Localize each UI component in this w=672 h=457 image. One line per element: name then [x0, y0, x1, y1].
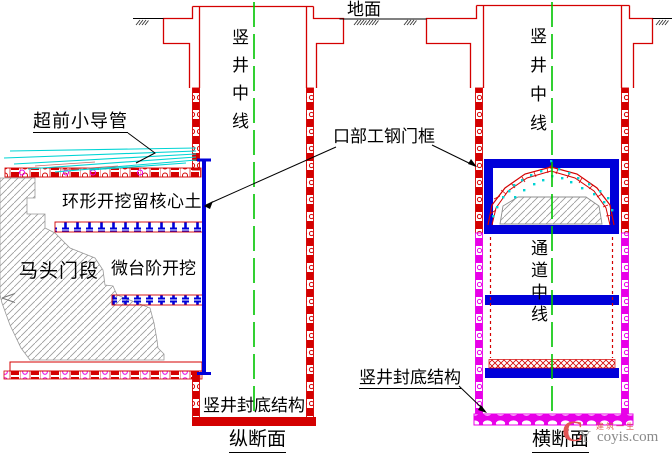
ground-surface-line — [133, 17, 672, 20]
leader-lines — [1, 132, 486, 412]
right-shaft-bottom-seal-slab — [473, 413, 634, 426]
right-shaft-right-wall-lower — [621, 232, 629, 415]
soil-tick-marks — [135, 19, 669, 26]
left-shaft-outline — [162, 5, 345, 88]
advance-pipes-label: 超前小导管 — [33, 111, 128, 133]
right-view-title: 横断面 — [532, 430, 590, 453]
ring-excavation-label: 环形开挖留核心土 — [62, 192, 202, 211]
watermark-site: coyis.com — [597, 429, 659, 445]
micro-bench-label: 微台阶开挖 — [111, 259, 196, 278]
tunnel-arch-cross-section — [487, 160, 615, 226]
right-shaft-left-wall-upper — [475, 87, 483, 234]
red-dashed-wall-lines — [489, 237, 614, 358]
left-shaft-left-wall-upper — [192, 87, 200, 171]
right-shaft-left-wall-lower — [475, 232, 483, 415]
left-shaft-left-wall-lower — [192, 372, 200, 419]
soil-hatch-region — [0, 177, 165, 361]
advance-pipe-lines — [3, 147, 197, 173]
channel-centerline-label: 通道中线 — [531, 239, 548, 324]
centerlines — [253, 2, 553, 417]
ground-label: 地面 — [347, 0, 381, 19]
door-frame-label: 口部工钢门框 — [333, 127, 435, 146]
leader-arrowheads — [204, 159, 487, 413]
ibeam-strip-lower — [111, 294, 206, 306]
right-shaft-outline — [425, 4, 654, 88]
left-view-title: 纵断面 — [229, 430, 287, 453]
left-bottom-seal-label: 竖井封底结构 — [203, 396, 305, 415]
core-soil-trapezoid — [499, 196, 603, 225]
left-door-frame-steel — [197, 158, 211, 375]
watermark-logo-y: Y — [579, 427, 592, 446]
pipe-accent-lines — [34, 161, 119, 171]
ibeam-strip-upper — [54, 221, 204, 233]
right-shaft-centerline-label: 竖井中线 — [530, 27, 547, 133]
tunnel-floor-support-strip — [3, 370, 203, 380]
left-shaft-bottom-seal-slab — [192, 417, 316, 426]
watermark-logo-c: C — [562, 415, 584, 448]
watermark-slogan: 建筑一生 — [596, 422, 636, 431]
left-shaft-right-wall — [306, 87, 314, 419]
left-shaft-centerline-label: 竖井中线 — [232, 28, 249, 131]
crown-magenta-rings — [19, 169, 143, 176]
invert-double-line-strip — [9, 361, 203, 372]
right-shaft-right-wall-upper — [621, 87, 629, 234]
right-bottom-seal-label: 竖井封底结构 — [359, 368, 461, 389]
portal-section-label: 马头门段 — [19, 261, 100, 282]
